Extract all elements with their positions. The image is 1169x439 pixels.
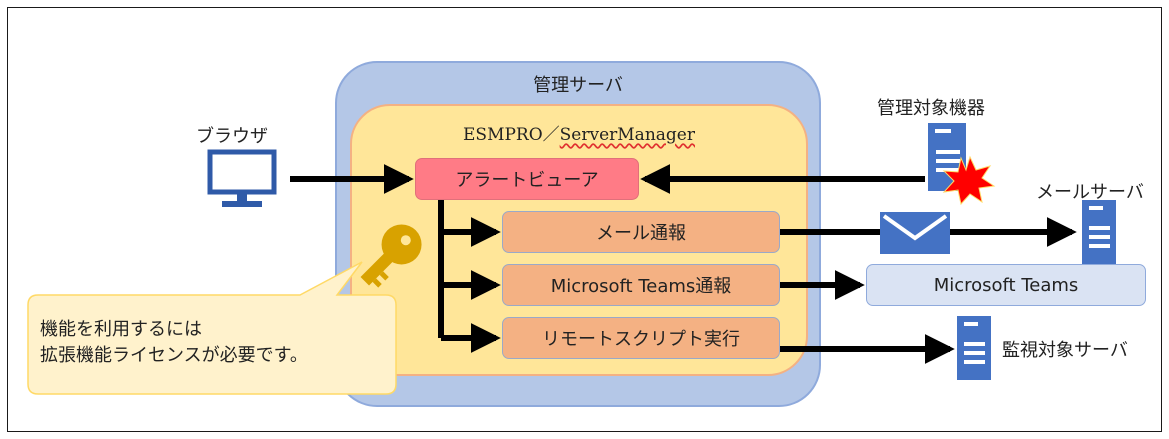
callout-line-2: 拡張機能ライセンスが必要です。 — [40, 345, 308, 366]
microsoft-teams-box: Microsoft Teams — [866, 264, 1146, 306]
key-icon — [360, 224, 422, 288]
alert-burst-icon — [942, 155, 996, 206]
monitored-server-icon — [957, 316, 991, 380]
mail-server-icon — [1082, 200, 1116, 264]
monitor-icon — [207, 149, 277, 207]
teams-notification-box: Microsoft Teams通報 — [502, 264, 780, 306]
mail-notification-box: メール通報 — [502, 211, 780, 253]
esmpro-label-prefix: ESMPRO／ — [463, 125, 560, 145]
alert-viewer-box: アラートビューア — [415, 158, 639, 200]
managed-device-label: 管理対象機器 — [877, 98, 985, 119]
browser-label: ブラウザ — [196, 126, 268, 147]
esmpro-label: ESMPRO／ServerManager — [350, 120, 808, 145]
callout-text: 機能を利用するには 拡張機能ライセンスが必要です。 — [40, 317, 308, 369]
esmpro-label-product: ServerManager — [559, 125, 695, 145]
mail-server-label: メールサーバ — [1036, 182, 1144, 203]
monitored-server-label: 監視対象サーバ — [1002, 340, 1128, 361]
remote-script-box: リモートスクリプト実行 — [502, 317, 780, 359]
callout-line-1: 機能を利用するには — [40, 319, 202, 340]
envelope-icon — [880, 212, 950, 254]
management-server-label: 管理サーバ — [533, 75, 623, 96]
callout-bubble — [27, 261, 397, 395]
